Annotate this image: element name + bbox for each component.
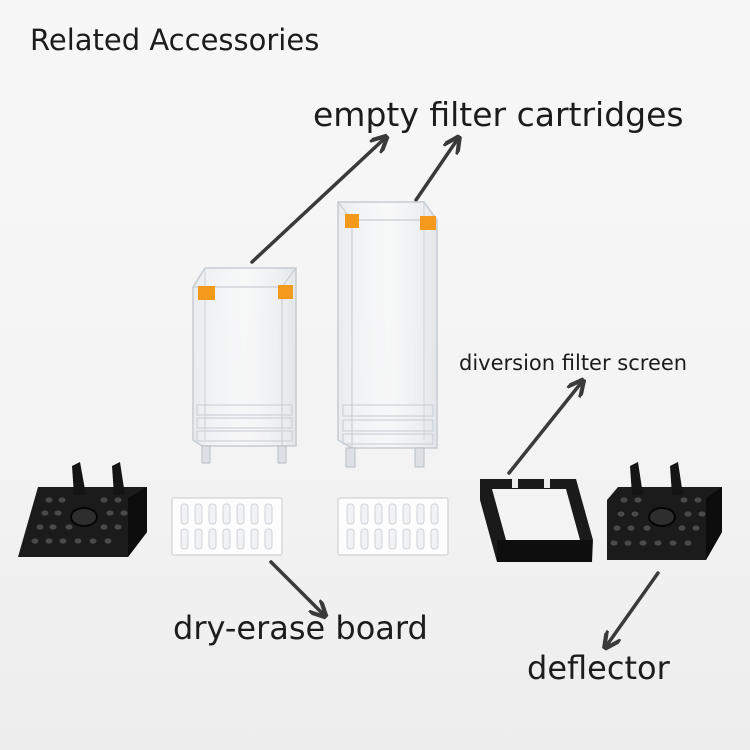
arrow-to-small-cartridge [250,139,384,264]
arrow-to-tall-cartridge [414,140,457,202]
orange-clip [420,216,436,230]
left-deflector [18,462,147,557]
small-filter-cartridge [192,267,297,464]
orange-clip [198,286,215,300]
arrows [250,139,660,645]
dry-erase-board-left [171,497,283,556]
dry-erase-board-right [337,497,449,556]
orange-clip [345,214,359,228]
page-title: Related Accessories [30,23,320,57]
tall-filter-cartridge [337,201,438,468]
right-deflector [607,462,722,560]
board-label: dry-erase board [173,609,428,647]
arrow-to-diversion-screen [507,383,581,475]
diversion-filter-screen [480,479,593,562]
diversion-screen-label: diversion filter screen [459,351,688,375]
deflector-label: deflector [527,649,670,687]
cartridges-label: empty filter cartridges [313,95,684,134]
arrow-to-board [269,560,323,614]
arrow-to-deflector [607,571,660,645]
orange-clip [278,285,293,299]
